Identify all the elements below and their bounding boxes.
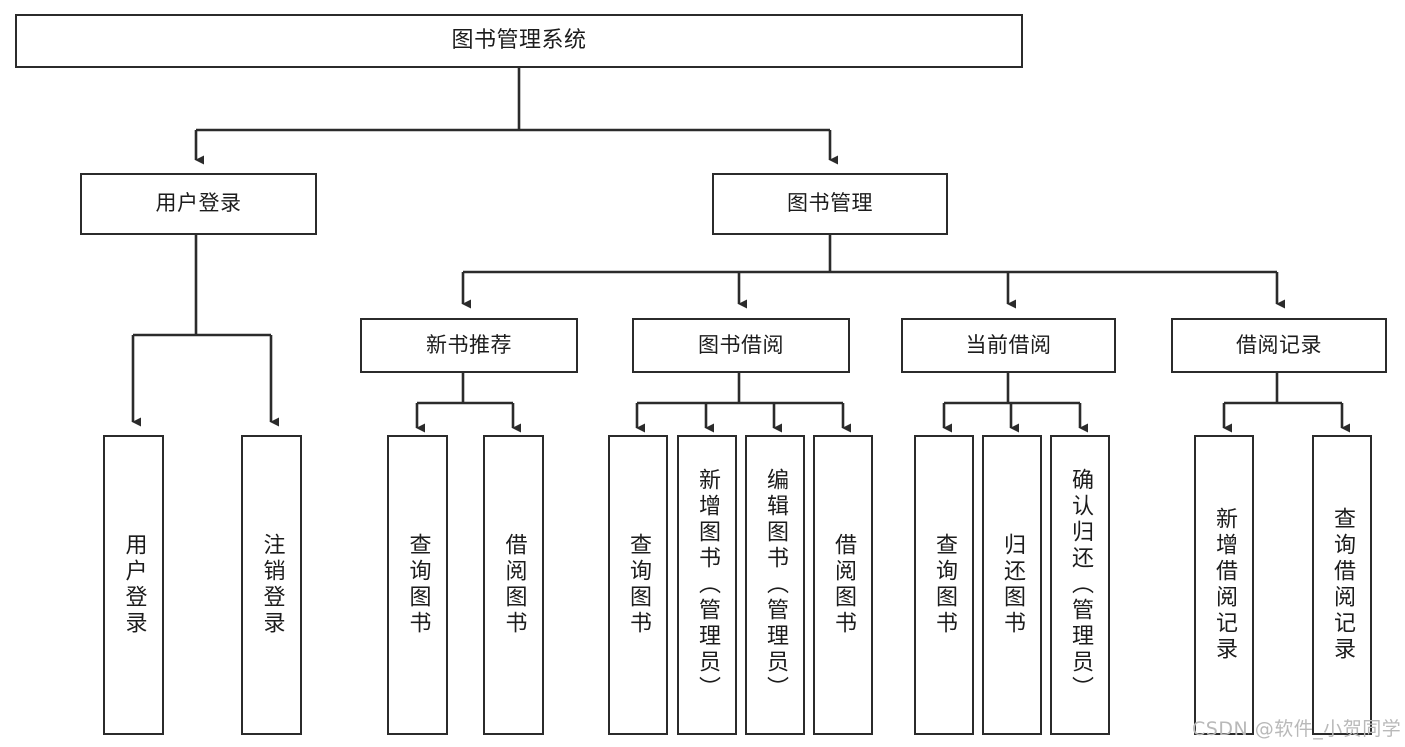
leaf-borrow-borrow-book[interactable]: 借阅图书 [813,435,873,735]
leaf-user-login-logout[interactable]: 注销登录 [241,435,302,735]
node-user-login-label: 用户登录 [155,191,242,216]
leaf-new-book-borrow-book[interactable]: 借阅图书 [483,435,544,735]
node-current-borrow-label: 当前借阅 [965,332,1052,357]
leaf-current-return-book[interactable]: 归还图书 [982,435,1042,735]
leaf-current-return-book-label: 归还图书 [1000,533,1025,637]
leaf-user-login-logout-label: 注销登录 [259,533,285,637]
leaf-borrow-edit-book-admin[interactable]: 编辑图书（管理员） [745,435,805,735]
leaf-borrow-add-book-admin[interactable]: 新增图书（管理员） [677,435,737,735]
node-new-book-recommend[interactable]: 新书推荐 [360,318,578,373]
node-book-borrow[interactable]: 图书借阅 [632,318,850,373]
node-root-book-management-system[interactable]: 图书管理系统 [15,14,1023,68]
leaf-new-book-query-book[interactable]: 查询图书 [387,435,448,735]
leaf-borrow-add-book-admin-label: 新增图书（管理员） [695,468,720,702]
node-user-login[interactable]: 用户登录 [80,173,317,235]
node-current-borrow[interactable]: 当前借阅 [901,318,1116,373]
node-borrow-record[interactable]: 借阅记录 [1171,318,1387,373]
leaf-record-query-record-label: 查询借阅记录 [1330,507,1355,663]
node-root-label: 图书管理系统 [451,27,587,53]
leaf-new-book-query-book-label: 查询图书 [405,533,431,637]
leaf-current-confirm-return-admin[interactable]: 确认归还（管理员） [1050,435,1110,735]
node-book-borrow-label: 图书借阅 [698,332,784,357]
leaf-record-query-record[interactable]: 查询借阅记录 [1312,435,1372,735]
leaf-borrow-edit-book-admin-label: 编辑图书（管理员） [763,468,788,702]
node-new-book-recommend-label: 新书推荐 [426,332,512,357]
leaf-borrow-borrow-book-label: 借阅图书 [831,533,856,637]
leaf-record-add-record-label: 新增借阅记录 [1212,507,1237,663]
leaf-current-query-book[interactable]: 查询图书 [914,435,974,735]
leaf-current-query-book-label: 查询图书 [932,533,957,637]
leaf-user-login-login[interactable]: 用户登录 [103,435,164,735]
node-book-management[interactable]: 图书管理 [712,173,948,235]
node-book-management-label: 图书管理 [787,191,873,216]
leaf-borrow-query-book-label: 查询图书 [626,533,651,637]
leaf-record-add-record[interactable]: 新增借阅记录 [1194,435,1254,735]
leaf-current-confirm-return-admin-label: 确认归还（管理员） [1068,468,1093,702]
node-borrow-record-label: 借阅记录 [1236,332,1322,357]
leaf-new-book-borrow-book-label: 借阅图书 [501,533,527,637]
leaf-user-login-login-label: 用户登录 [121,533,147,637]
leaf-borrow-query-book[interactable]: 查询图书 [608,435,668,735]
